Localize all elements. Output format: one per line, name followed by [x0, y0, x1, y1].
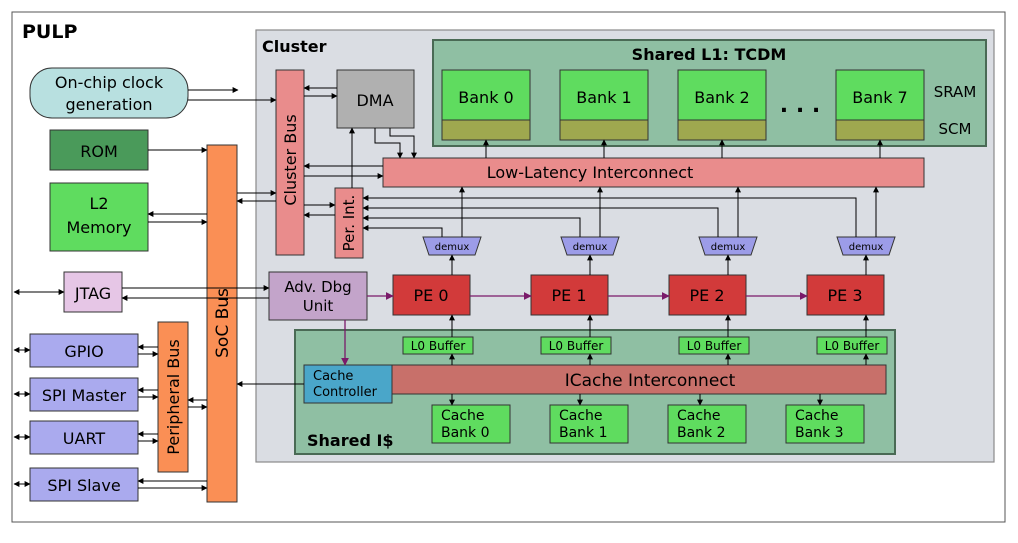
cluster-bus-label: Cluster Bus [281, 114, 300, 205]
lli-label: Low-Latency Interconnect [487, 163, 694, 182]
cache-bank-line2: Bank 0 [441, 425, 490, 441]
cache-bank-line2: Bank 2 [677, 425, 726, 441]
demux-2: demux [698, 236, 758, 256]
jtag-label: JTAG [74, 284, 111, 303]
spi-slave-block: SPI Slave [29, 467, 139, 502]
cache-bank-2: Cache Bank 2 [667, 404, 747, 444]
l2-memory: L2 Memory [49, 182, 149, 252]
cache-bank-0: Cache Bank 0 [431, 404, 511, 444]
periph-interconnect-label: Per. Int. [340, 195, 358, 252]
cache-bank-line1: Cache [795, 408, 839, 424]
bank-label: Bank 2 [694, 88, 749, 107]
pe-0: PE 0 [392, 274, 471, 316]
demux-label: demux [849, 242, 884, 253]
demux3-pint-arrow [362, 195, 857, 237]
l0-buffer-0: L0 Buffer [402, 336, 474, 355]
adv-debug-line1: Adv. Dbg [284, 278, 351, 296]
l0-buffer-2: L0 Buffer [678, 336, 750, 355]
dma-label: DMA [356, 91, 393, 110]
demux0-pint-arrow [362, 225, 443, 237]
sram-label: SRAM [934, 83, 977, 101]
cache-controller-line2: Controller [313, 385, 378, 400]
clock-line1: On-chip clock [55, 73, 164, 92]
icache-interconnect [391, 364, 887, 395]
icache-title: Shared I$ [307, 431, 394, 450]
cache-bank-1: Cache Bank 1 [549, 404, 629, 444]
pe-label: PE 1 [551, 286, 586, 305]
jtag-block: JTAG [63, 271, 123, 313]
l0-label: L0 Buffer [549, 339, 604, 353]
rom-block: ROM [49, 129, 149, 171]
uart-block: UART [29, 420, 139, 455]
icache-interconnect-label: ICache Interconnect [565, 371, 736, 391]
adv-debug-line2: Unit [303, 297, 334, 315]
connections [13, 85, 883, 491]
cache-bank-line1: Cache [441, 408, 485, 424]
bank-label: Bank 0 [458, 88, 513, 107]
pe-1: PE 1 [530, 274, 609, 316]
cache-bank-line1: Cache [559, 408, 603, 424]
cache-bank-line2: Bank 1 [559, 425, 608, 441]
tcdm-bank-1: Bank 1 [559, 69, 649, 141]
periph-interconnect [334, 187, 364, 259]
demux-label: demux [573, 242, 608, 253]
pulp-title: PULP [22, 21, 77, 43]
pe-3: PE 3 [806, 274, 885, 316]
gpio-block: GPIO [29, 333, 139, 368]
pe-label: PE 0 [413, 286, 448, 305]
tcdm-title: Shared L1: TCDM [632, 45, 787, 64]
spi-master-label: SPI Master [42, 386, 127, 405]
clock-line2: generation [65, 95, 152, 114]
l0-label: L0 Buffer [687, 339, 742, 353]
demux-0: demux [422, 236, 482, 256]
l2-line2: Memory [66, 218, 131, 237]
demux2-pint-arrow [362, 205, 719, 237]
bank-label: Bank 1 [576, 88, 631, 107]
tcdm-bank-0: Bank 0 [441, 69, 531, 141]
bank-label: Bank 7 [852, 88, 907, 107]
soc-bus-label: SoC Bus [213, 288, 233, 358]
spi-master-block: SPI Master [29, 377, 139, 412]
spi-slave-label: SPI Slave [47, 476, 120, 495]
demux1-pint-arrow [362, 215, 581, 237]
demux-3: demux [836, 236, 896, 256]
adv-debug-unit [268, 271, 368, 321]
demux-label: demux [435, 242, 470, 253]
l0-label: L0 Buffer [825, 339, 880, 353]
l0-buffer-3: L0 Buffer [816, 336, 888, 355]
cache-bank-line1: Cache [677, 408, 721, 424]
clock-generation: On-chip clock generation [29, 67, 189, 119]
tcdm-bank-2: Bank 2 [677, 69, 767, 141]
cluster-bus [275, 69, 305, 256]
tcdm-bank-7: Bank 7 [835, 69, 925, 141]
cache-controller-line1: Cache [313, 369, 353, 384]
peripheral-bus-label: Peripheral Bus [164, 339, 183, 454]
dma-lli-arrow-2 [389, 128, 417, 159]
l2-line1: L2 [89, 194, 108, 213]
low-latency-interconnect [382, 157, 925, 188]
demux-label: demux [711, 242, 746, 253]
cluster-title: Cluster [262, 37, 327, 56]
scm-label: SCM [939, 120, 972, 138]
dma-lli-arrow-1 [374, 128, 403, 159]
gpio-label: GPIO [64, 342, 103, 361]
uart-label: UART [63, 429, 106, 448]
cache-bank-3: Cache Bank 3 [785, 404, 865, 444]
l0-label: L0 Buffer [411, 339, 466, 353]
dma-block [336, 69, 415, 129]
rom-label: ROM [80, 142, 118, 161]
pe-label: PE 2 [689, 286, 724, 305]
demux-1: demux [560, 236, 620, 256]
pe-2: PE 2 [668, 274, 747, 316]
l0-buffer-1: L0 Buffer [540, 336, 612, 355]
pe-label: PE 3 [827, 286, 862, 305]
cache-bank-line2: Bank 3 [795, 425, 844, 441]
soc-bus [206, 144, 238, 503]
banks-ellipsis: . . . [780, 93, 820, 118]
